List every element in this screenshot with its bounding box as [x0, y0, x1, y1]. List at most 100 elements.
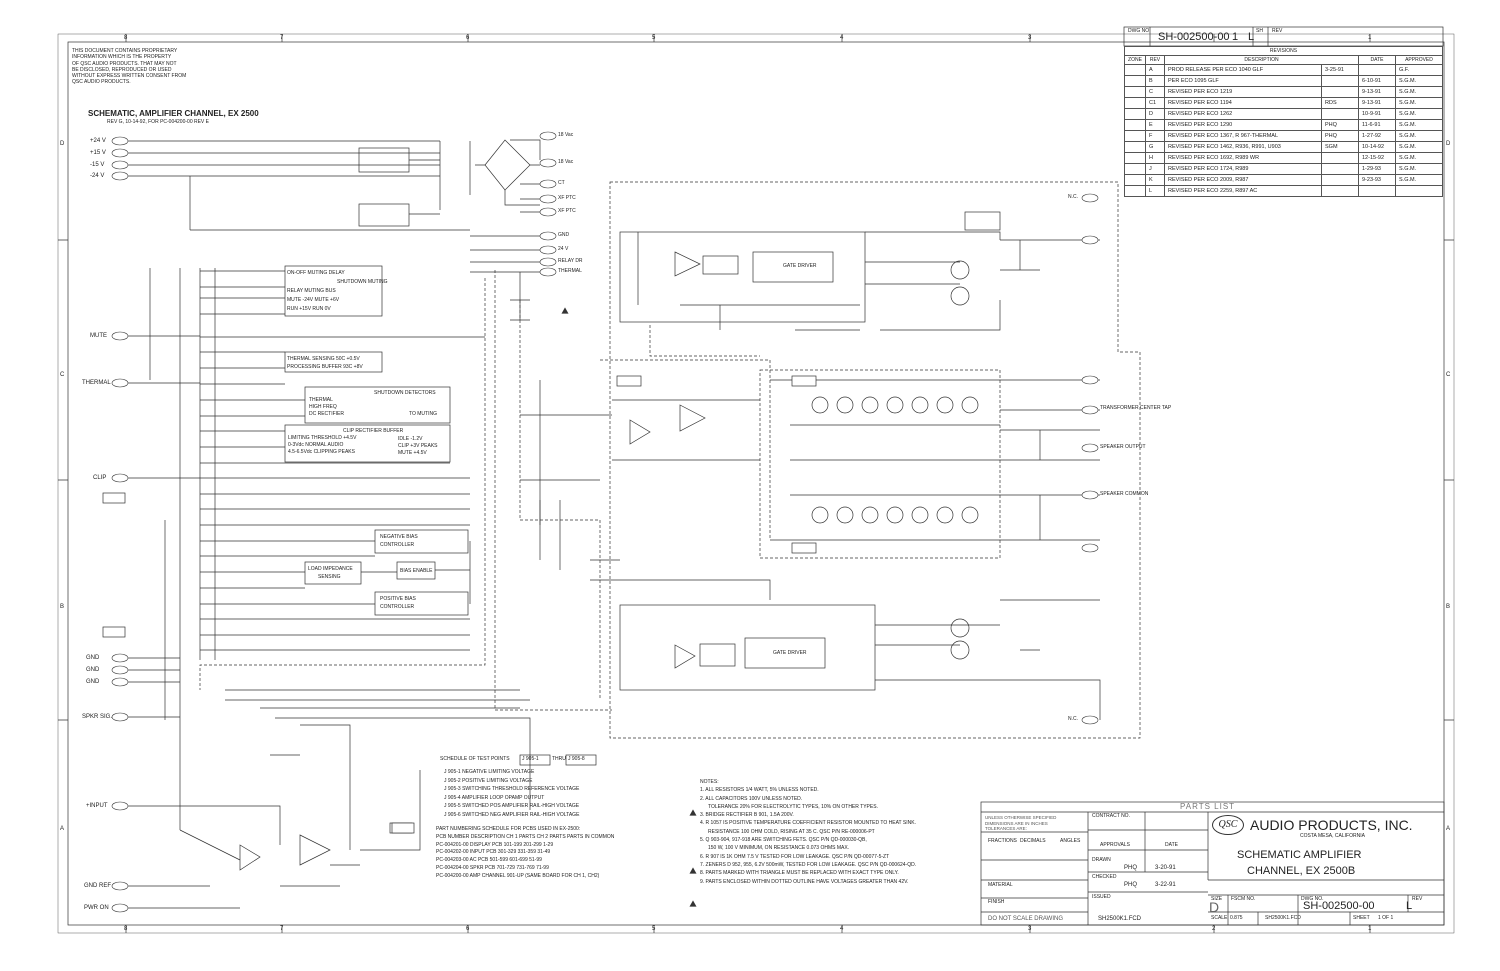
block-muting-delay	[284, 265, 383, 317]
scale-label: SCALE	[1211, 915, 1228, 921]
test-points-to: J 905-8	[568, 756, 585, 762]
decimals-label: DECIMALS	[1020, 838, 1046, 844]
schematic-subtitle: REV G, 10-14-92, FOR PC-004200-00 REV E	[107, 119, 209, 125]
rev-description: REVISED PER ECO 1219	[1164, 86, 1322, 98]
signal-gnd-2: GND	[86, 667, 100, 673]
rev-date: 11-6-91	[1358, 119, 1396, 131]
rev-zone	[1124, 64, 1146, 76]
zone-7-bottom: 7	[280, 926, 284, 932]
warning-triangle-icon	[561, 307, 569, 314]
rev-zone	[1124, 141, 1146, 153]
block-clip-right-text: IDLE -1.2V CLIP +3V PEAKS MUTE +4.5V	[398, 436, 438, 456]
signal-transformer-ct: TRANSFORMER CENTER TAP	[1100, 405, 1172, 411]
rev-approved: S.G.M.	[1395, 75, 1443, 87]
checked-date: 3-22-91	[1155, 882, 1176, 888]
rev-description: REVISED PER ECO 1262	[1164, 108, 1322, 120]
output-transistors-bottom	[811, 506, 979, 524]
rev-letter: E	[1145, 119, 1165, 131]
dwg-sheet-header: 1	[1232, 31, 1239, 43]
zone-1-top: 1	[1368, 35, 1372, 41]
rev-letter: F	[1145, 130, 1165, 142]
rev-letter: B	[1145, 75, 1165, 87]
rev-date: 9-13-91	[1358, 86, 1396, 98]
rev-extra	[1321, 86, 1359, 98]
dwg-no-header: SH-002500-00	[1158, 31, 1230, 43]
signal-clip: CLIP	[93, 475, 107, 481]
signal-gnd-ref: GND REF	[84, 883, 111, 889]
checked-by: PHQ	[1124, 882, 1138, 888]
revisions-title: REVISIONS	[1124, 46, 1443, 56]
rev-date	[1358, 64, 1396, 76]
checked-label: CHECKED	[1092, 874, 1117, 880]
rev-zone	[1124, 152, 1146, 164]
zone-b-right: B	[1446, 604, 1451, 610]
block-loadimp-text: LOAD IMPEDANCE SENSING	[308, 566, 353, 580]
schematic-title: SCHEMATIC, AMPLIFIER CHANNEL, EX 2500	[88, 109, 259, 118]
dwg-no-label: DWG NO	[1128, 28, 1150, 34]
part-numbering: PART NUMBERING SCHEDULE FOR PCBS USED IN…	[436, 826, 615, 879]
parts-list-label: PARTS LIST	[1180, 802, 1236, 811]
block-thermal-text: THERMAL SENSING 50C +0.5V PROCESSING BUF…	[287, 356, 363, 370]
warning-triangle-icon	[689, 900, 697, 907]
rev-letter: D	[1145, 108, 1165, 120]
rev-date: 9-13-91	[1358, 97, 1396, 109]
rev-zone	[1124, 108, 1146, 120]
scale-value: 0.875	[1230, 915, 1243, 921]
rev-zone	[1124, 174, 1146, 186]
zone-d-right: D	[1446, 141, 1451, 147]
revisions-table: REVISIONS ZONE REV DESCRIPTION DATE APPR…	[1124, 46, 1443, 197]
zone-8-top: 8	[124, 35, 128, 41]
block-muting-text: ON-OFF MUTING DELAY SHUTDOWN MUTING RELA…	[287, 270, 388, 312]
block-clip-text: CLIP RECTIFIER BUFFER LIMITING THRESHOLD…	[288, 428, 404, 455]
conn-xf-ptc-2: XF PTC	[558, 208, 576, 214]
zone-8-bottom: 8	[124, 926, 128, 932]
rev-approved: S.G.M.	[1395, 141, 1443, 153]
angles-label: ANGLES	[1060, 838, 1081, 844]
signal-minus24v: -24 V	[90, 173, 105, 179]
rev-description: REVISED PER ECO 2259, R897 AC	[1164, 185, 1322, 197]
company-name: AUDIO PRODUCTS, INC.	[1250, 817, 1413, 833]
warning-triangle-icon	[689, 867, 697, 874]
zone-3-top: 3	[1028, 35, 1032, 41]
zone-a-right: A	[1446, 826, 1451, 832]
rev-date: 6-10-91	[1358, 75, 1396, 87]
rev-description: REVISED PER ECO 1194	[1164, 97, 1322, 109]
gate-driver-bottom-text: GATE DRIVER	[773, 650, 807, 656]
signal-nc-bottom: N.C.	[1068, 716, 1078, 722]
rev-header-approved: APPROVED	[1395, 55, 1443, 65]
qsc-logo: QSC	[1212, 815, 1244, 835]
zone-2-bottom: 2	[1212, 926, 1216, 932]
rev-approved: G.F.	[1395, 64, 1443, 76]
conn-thermal: THERMAL	[558, 268, 582, 274]
rev-date: 10-9-91	[1358, 108, 1396, 120]
rev-letter: C	[1145, 86, 1165, 98]
block-negbias-text: NEGATIVE BIAS CONTROLLER	[380, 534, 418, 548]
rev-extra: 3-25-91	[1321, 64, 1359, 76]
rev-zone	[1124, 185, 1146, 197]
zone-c-right: C	[1446, 372, 1451, 378]
fscm-label: FSCM NO.	[1231, 896, 1256, 902]
company-city: COSTA MESA, CALIFORNIA	[1300, 833, 1365, 839]
block-gate-driver-bottom	[744, 637, 826, 669]
zone-4-top: 4	[840, 35, 844, 41]
rev-zone	[1124, 119, 1146, 131]
material-label: MATERIAL	[988, 882, 1013, 888]
signal-plus-input: +INPUT	[86, 803, 108, 809]
test-points-list: J 905-1 NEGATIVE LIMITING VOLTAGE J 905-…	[444, 769, 580, 818]
rev-date: 9-23-93	[1358, 174, 1396, 186]
block-gate-driver-top	[752, 251, 834, 283]
rev-header-description: DESCRIPTION	[1164, 55, 1359, 65]
rev-description: REVISED PER ECO 1692, R989 WR	[1164, 152, 1322, 164]
rev-zone	[1124, 163, 1146, 175]
rev-extra	[1321, 152, 1359, 164]
zone-b-left: B	[60, 604, 65, 610]
finish-label: FINISH	[988, 899, 1005, 905]
conn-ct: CT	[558, 180, 565, 186]
test-points-title: SCHEDULE OF TEST POINTS	[440, 756, 510, 762]
block-bias-enable-text: BIAS ENABLE	[400, 568, 433, 574]
proprietary-notice: THIS DOCUMENT CONTAINS PROPRIETARY INFOR…	[72, 48, 187, 86]
